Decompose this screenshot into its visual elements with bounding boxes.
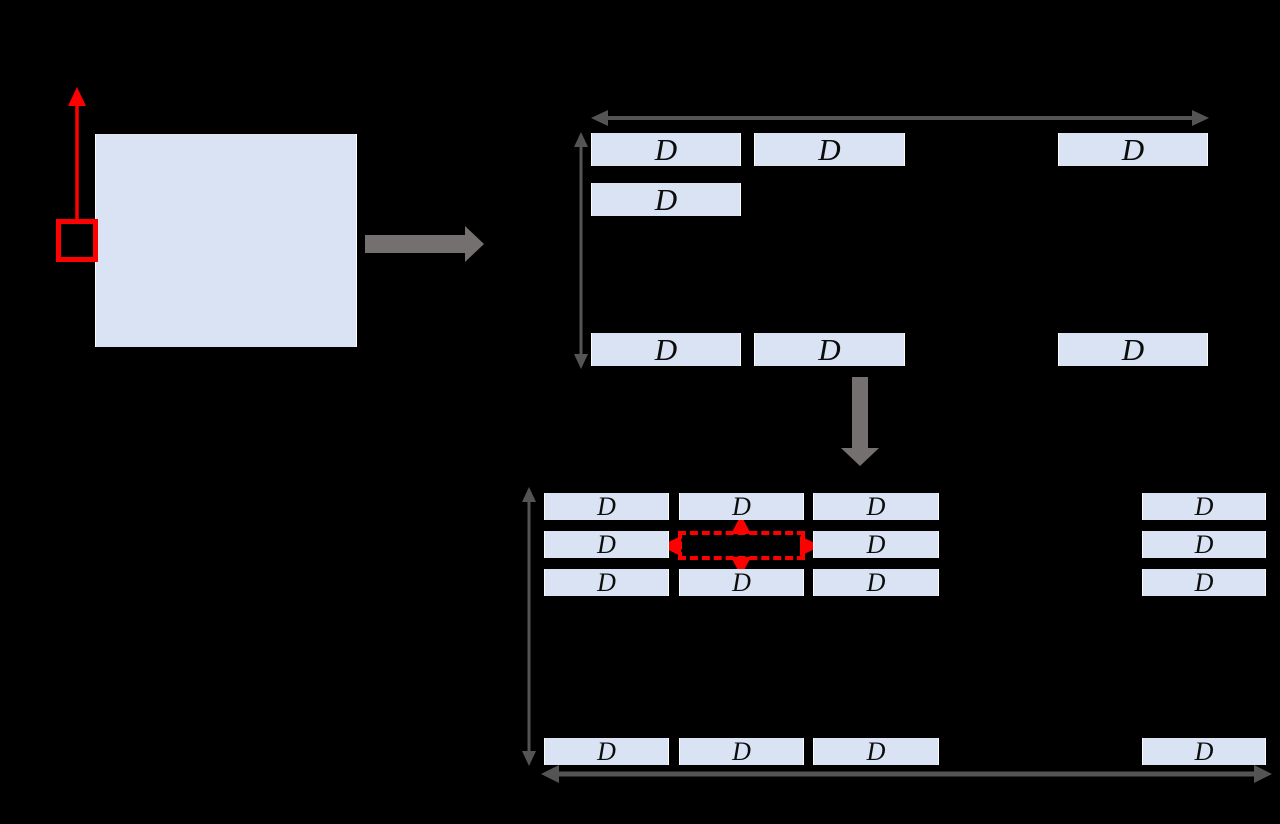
top-span-horizontal-arrow-icon: [591, 110, 1209, 126]
data-block: D: [813, 493, 939, 520]
data-block: D: [813, 738, 939, 765]
data-block: D: [591, 183, 741, 216]
data-block-label: D: [597, 736, 616, 766]
data-block: D: [679, 569, 804, 596]
data-block: D: [1058, 333, 1208, 366]
data-block: D: [679, 493, 804, 520]
data-block-label: D: [597, 567, 616, 597]
data-block-label: D: [597, 529, 616, 559]
data-block-label: D: [866, 491, 886, 521]
data-block: D: [1142, 738, 1266, 765]
top-span-vertical-arrow-icon: [574, 132, 588, 369]
moving-block-outline: [678, 531, 805, 560]
data-block: D: [813, 569, 939, 596]
data-block: D: [591, 333, 741, 366]
data-block-label: D: [866, 567, 886, 597]
data-block-label: D: [654, 132, 678, 167]
data-block: D: [1058, 133, 1208, 166]
data-block-label: D: [1194, 736, 1214, 766]
data-block-label: D: [732, 491, 751, 521]
data-block: D: [754, 133, 905, 166]
data-block-label: D: [818, 132, 841, 167]
data-block: D: [1142, 531, 1266, 558]
selected-cell-marker: [56, 219, 98, 262]
data-block-label: D: [732, 567, 751, 597]
data-block: D: [544, 493, 669, 520]
data-block: D: [1142, 493, 1266, 520]
source-region-panel: [95, 134, 357, 347]
data-block: D: [544, 531, 669, 558]
data-block-label: D: [1194, 491, 1214, 521]
data-block: D: [1142, 569, 1266, 596]
data-block: D: [544, 738, 669, 765]
data-block-label: D: [1121, 332, 1145, 367]
expand-down-arrow-icon: [841, 377, 879, 466]
bottom-span-vertical-arrow-icon: [522, 487, 536, 766]
data-block: D: [813, 531, 939, 558]
data-block-label: D: [732, 736, 751, 766]
data-block-label: D: [866, 736, 886, 766]
marker-up-arrow-icon: [68, 87, 86, 224]
bottom-span-horizontal-arrow-icon: [541, 765, 1272, 783]
expand-right-arrow-icon: [365, 226, 484, 262]
data-block: D: [679, 738, 804, 765]
data-block-label: D: [1194, 529, 1214, 559]
data-block-label: D: [1121, 132, 1145, 167]
data-block: D: [754, 333, 905, 366]
data-block-label: D: [654, 332, 678, 367]
data-block-label: D: [597, 491, 616, 521]
data-block: D: [591, 133, 741, 166]
data-block-label: D: [866, 529, 886, 559]
data-block-label: D: [1194, 567, 1214, 597]
data-block-label: D: [654, 182, 678, 217]
data-block: D: [544, 569, 669, 596]
data-block-label: D: [818, 332, 841, 367]
